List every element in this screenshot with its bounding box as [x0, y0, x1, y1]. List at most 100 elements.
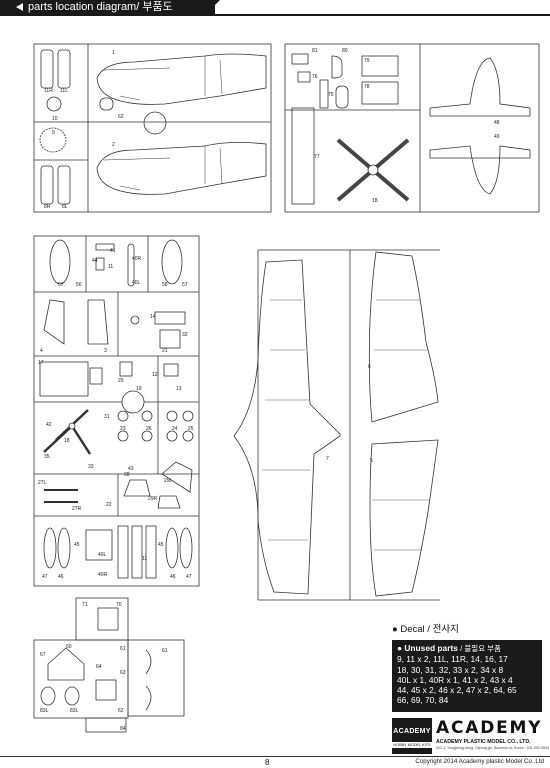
section-title: parts location diagram/ 부품도 — [28, 1, 173, 13]
unused-line: 40L x 1, 40R x 1, 41 x 2, 43 x 4 — [397, 674, 513, 685]
legend: ● Decal / 전사지 — [392, 624, 542, 636]
part-62 — [99, 97, 114, 111]
sprue-b-tail — [284, 43, 540, 213]
part-number-label: 27L — [38, 480, 47, 486]
part-number-label: 71 — [82, 602, 88, 608]
part-2-fuselage-half — [96, 142, 267, 195]
part-number-label: 63 — [120, 670, 126, 676]
part-76 — [297, 71, 311, 83]
footer-rule — [0, 756, 550, 757]
part-number-label: 5 — [370, 458, 373, 464]
part-number-label: 7 — [326, 456, 329, 462]
part-5-upper-wing-half — [369, 439, 439, 597]
unused-parts-heading: ● Unused parts / 불필요 부품 — [397, 643, 537, 654]
part-number-label: 11 — [142, 556, 147, 562]
part-8r — [40, 165, 54, 205]
part-number-label: 10 — [52, 116, 58, 122]
part-6-upper-wing-half — [368, 251, 439, 423]
sprue-d-wings — [233, 249, 440, 601]
part-number-label: 60 — [66, 644, 72, 650]
part-number-label: 11R — [44, 88, 53, 94]
part-number-label: 33 — [88, 464, 94, 470]
part-number-label: 78 — [364, 84, 370, 90]
part-number-label: 47 — [186, 574, 192, 580]
part-18-propeller-small — [43, 409, 92, 455]
part-number-label: 57 — [58, 282, 64, 288]
part-number-label: 13 — [176, 386, 182, 392]
part-81 — [291, 53, 309, 65]
part-number-label: 62 — [118, 114, 124, 120]
badge-top-text: ACADEMY — [393, 728, 431, 735]
unused-line: 44, 45 x 2, 46 x 2, 47 x 2, 64, 65 — [397, 685, 517, 696]
unused-line: 18, 30, 31, 32, 33 x 2, 34 x 8 — [397, 664, 504, 675]
part-number-label: 29R — [148, 496, 158, 502]
part-number-label: 45 — [158, 542, 164, 548]
part-number-label: 11L — [60, 88, 68, 94]
unused-heading-kr: / 불필요 부품 — [460, 644, 501, 653]
part-11r-exhaust — [40, 49, 54, 89]
part-number-label: 70 — [116, 602, 122, 608]
part-49-tail-half — [429, 145, 531, 195]
part-77 — [291, 107, 315, 205]
part-number-label: 76 — [312, 74, 318, 80]
part-number-label: 48 — [494, 120, 500, 126]
part-number-label: 19 — [136, 386, 142, 392]
part-number-label: 28 — [124, 472, 130, 478]
part-number-label: 56 — [76, 282, 82, 288]
part-number-label: 47 — [42, 574, 48, 580]
part-number-label: 17 — [38, 360, 44, 366]
part-number-label: 40R — [98, 572, 108, 578]
part-number-label: 1 — [112, 50, 115, 56]
part-57-drop-tank — [49, 239, 71, 285]
part-number-label: 23 — [120, 426, 126, 432]
academy-wordmark: ACADEMY — [436, 718, 543, 738]
part-number-label: 83L — [70, 708, 79, 714]
header-bar — [0, 0, 215, 14]
part-number-label: 44 — [92, 258, 98, 264]
part-number-label: 57 — [182, 282, 188, 288]
part-number-label: 62 — [118, 708, 124, 714]
section-header: parts location diagram/ 부품도 — [0, 0, 550, 16]
part-number-label: 46 — [58, 574, 64, 580]
part-number-label: 79 — [364, 58, 370, 64]
part-number-label: 29L — [164, 478, 173, 484]
part-number-label: 46 — [170, 574, 176, 580]
header-rule — [0, 14, 550, 16]
part-number-label: 77 — [314, 154, 320, 160]
copyright-notice: Copyright 2014 Academy plastic Model Co.… — [415, 758, 544, 765]
part-number-label: 3 — [104, 348, 107, 354]
part-number-label: 41 — [110, 248, 116, 254]
part-number-label: 81 — [312, 48, 318, 54]
part-3-wheel-well — [87, 299, 109, 345]
badge-bottom-text: HOBBY MODEL KITS — [392, 742, 432, 748]
academy-badge-logo: ACADEMY HOBBY MODEL KITS — [392, 718, 432, 754]
part-8l — [57, 165, 71, 205]
part-78 — [361, 81, 399, 105]
part-number-label: 80 — [342, 48, 348, 54]
part-number-label: 2 — [112, 142, 115, 148]
part-number-label: 83L — [40, 708, 49, 714]
part-number-label: 64 — [96, 664, 102, 670]
part-number-label: 14 — [150, 314, 156, 320]
part-number-label: 21 — [162, 348, 168, 354]
part-number-label: 84 — [120, 726, 126, 732]
part-number-label: 6 — [368, 364, 371, 370]
part-80 — [331, 55, 343, 79]
part-48-tail-half — [429, 57, 531, 117]
page-number: 8 — [265, 758, 270, 767]
part-number-label: 75 — [328, 92, 334, 98]
part-number-label: 58 — [162, 282, 168, 288]
part-number-label: 40L — [132, 280, 141, 286]
part-number-label: 20 — [118, 378, 124, 384]
part-number-label: 8L — [62, 204, 68, 210]
unused-line: 9, 11 x 2, 11L, 11R, 14, 16, 17 — [397, 654, 508, 665]
part-number-labels: 11R 11L 1 62 10 9 2 8R 8L 81 80 76 75 79… — [38, 48, 500, 732]
part-number-label: 35 — [44, 454, 50, 460]
unused-line: 66, 69, 70, 84 — [397, 695, 449, 706]
part-58-drop-tank — [161, 239, 183, 285]
part-number-label: 24 — [172, 426, 178, 432]
company-address: 521-1, Yongjeong-dong, Ojeong-gu, Bucheo… — [436, 746, 550, 750]
part-11l-exhaust — [57, 49, 71, 89]
